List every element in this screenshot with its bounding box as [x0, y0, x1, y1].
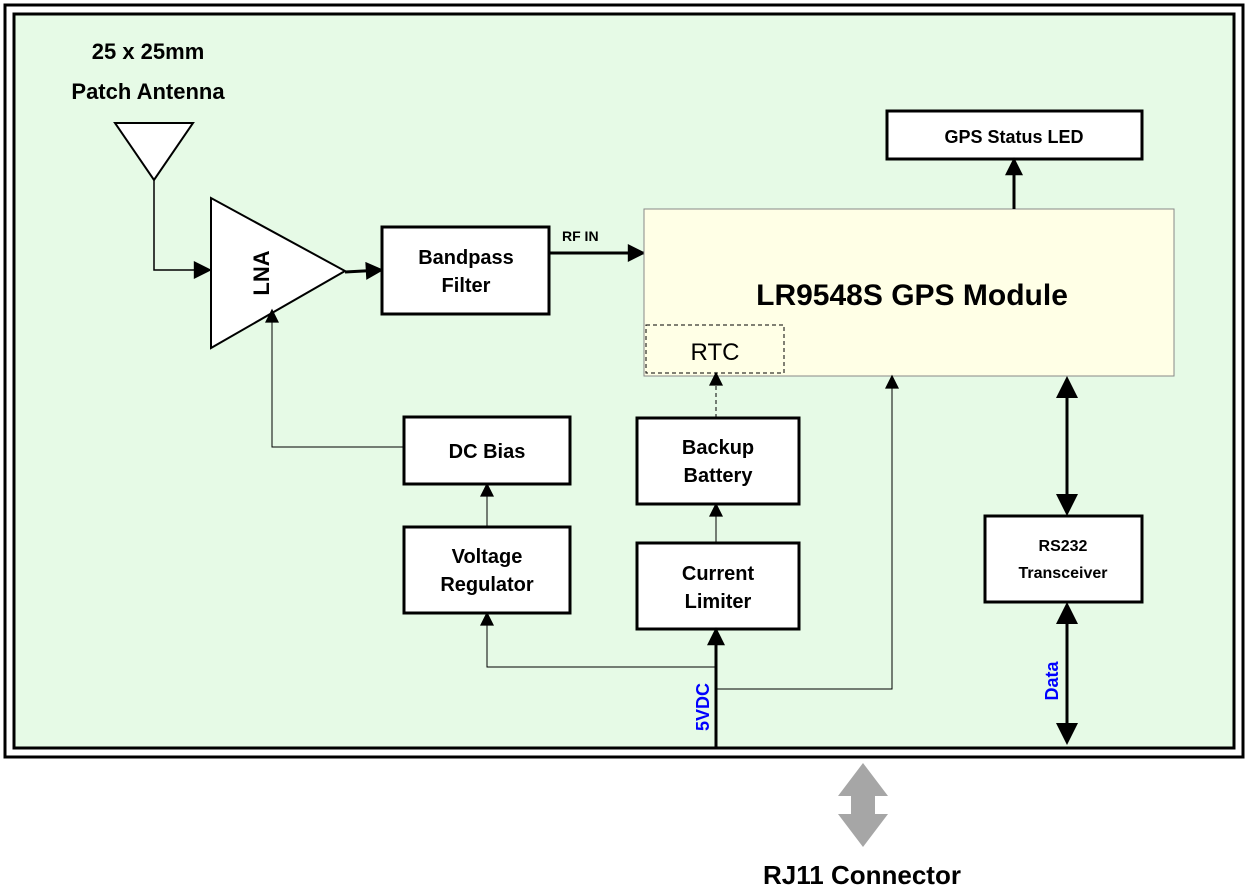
- connector-label: RJ11 Connector: [763, 860, 961, 890]
- rs232-label-line2: Transceiver: [1019, 565, 1108, 582]
- backup-battery-label-line2: Battery: [684, 465, 754, 487]
- module-rs232-arrow-down: [1056, 494, 1078, 516]
- connector-arrow: [838, 763, 888, 847]
- antenna-label-line2: Patch Antenna: [71, 79, 225, 104]
- power-regulator-wire: [480, 611, 716, 668]
- gps-module-block: [643, 208, 1175, 377]
- current-limiter-label-line2: Limiter: [685, 591, 752, 613]
- gps-status-led-block: [885, 109, 1144, 161]
- module-rs232-arrow-up: [1056, 376, 1078, 398]
- voltage-regulator-label-line1: Voltage: [452, 546, 523, 568]
- lna-label: LNA: [249, 250, 274, 295]
- dc-bias-block: [402, 415, 572, 486]
- current-limiter-label-line1: Current: [682, 563, 755, 585]
- rs232-transceiver-block: [983, 514, 1144, 604]
- gps-status-led-label: GPS Status LED: [944, 127, 1083, 147]
- backup-battery-label-line1: Backup: [682, 437, 754, 459]
- power-label: 5VDC: [693, 683, 713, 731]
- dc-bias-label: DC Bias: [449, 441, 526, 463]
- data-arrow-down: [1056, 723, 1078, 745]
- rtc-label: RTC: [691, 339, 740, 366]
- bandpass-label-line1: Bandpass: [418, 247, 514, 269]
- current-limiter-block: [635, 541, 801, 631]
- dc-bias-lna-wire: [265, 308, 404, 448]
- backup-battery-block: [635, 416, 801, 506]
- gps-module-title: LR9548S GPS Module: [756, 279, 1068, 312]
- rs232-label-line1: RS232: [1039, 538, 1088, 555]
- data-label: Data: [1042, 661, 1062, 701]
- data-arrow-up: [1056, 602, 1078, 624]
- voltage-regulator-block: [402, 525, 572, 615]
- antenna-icon: [113, 122, 195, 182]
- antenna-lna-wire: [153, 180, 212, 279]
- power-module-wire: [716, 374, 899, 690]
- rf-in-label: RF IN: [562, 228, 599, 244]
- lna-bandpass-wire: [344, 261, 384, 280]
- antenna-label-line1: 25 x 25mm: [92, 39, 205, 64]
- voltage-regulator-label-line2: Regulator: [440, 574, 534, 596]
- bandpass-label-line2: Filter: [442, 275, 491, 297]
- bandpass-filter-block: [380, 225, 551, 316]
